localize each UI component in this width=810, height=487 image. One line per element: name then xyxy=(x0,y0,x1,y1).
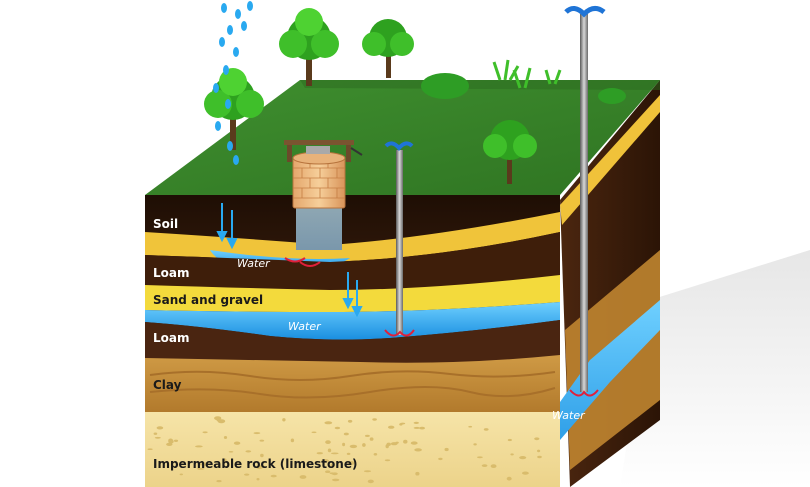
bush-icon xyxy=(598,88,626,104)
lower-loam-layer xyxy=(145,320,560,363)
rock-layer xyxy=(145,412,560,487)
label-soil: Soil xyxy=(153,217,178,231)
tree-icon xyxy=(279,8,339,86)
label-rock: Impermeable rock (limestone) xyxy=(153,457,357,471)
label-water-upper: Water xyxy=(237,257,271,270)
infiltration-arrows xyxy=(216,203,363,318)
upper-loam-layer xyxy=(145,232,560,290)
artesian-well-pipe xyxy=(564,6,606,397)
label-water-side: Water xyxy=(552,409,586,422)
rain-drops xyxy=(213,1,253,165)
tree-icon xyxy=(362,19,414,78)
upper-sand-layer xyxy=(145,212,560,262)
grass-tuft-icon xyxy=(492,59,562,89)
middle-water-layer xyxy=(145,302,560,340)
sand-gravel-layer xyxy=(145,275,560,312)
label-loam-upper: Loam xyxy=(153,266,190,280)
ground-shadow xyxy=(620,250,810,487)
brick-well xyxy=(284,140,363,250)
bush-icon xyxy=(421,73,469,99)
clay-layer xyxy=(145,355,560,412)
label-sand-gravel: Sand and gravel xyxy=(153,293,263,307)
label-loam-lower: Loam xyxy=(153,331,190,345)
tree-icon xyxy=(483,120,537,184)
grass-surface xyxy=(145,80,660,195)
label-water-middle: Water xyxy=(288,320,322,333)
label-clay: Clay xyxy=(153,378,182,392)
shallow-well-pipe xyxy=(384,141,415,337)
rock-texture xyxy=(147,416,542,484)
front-face xyxy=(145,195,560,487)
